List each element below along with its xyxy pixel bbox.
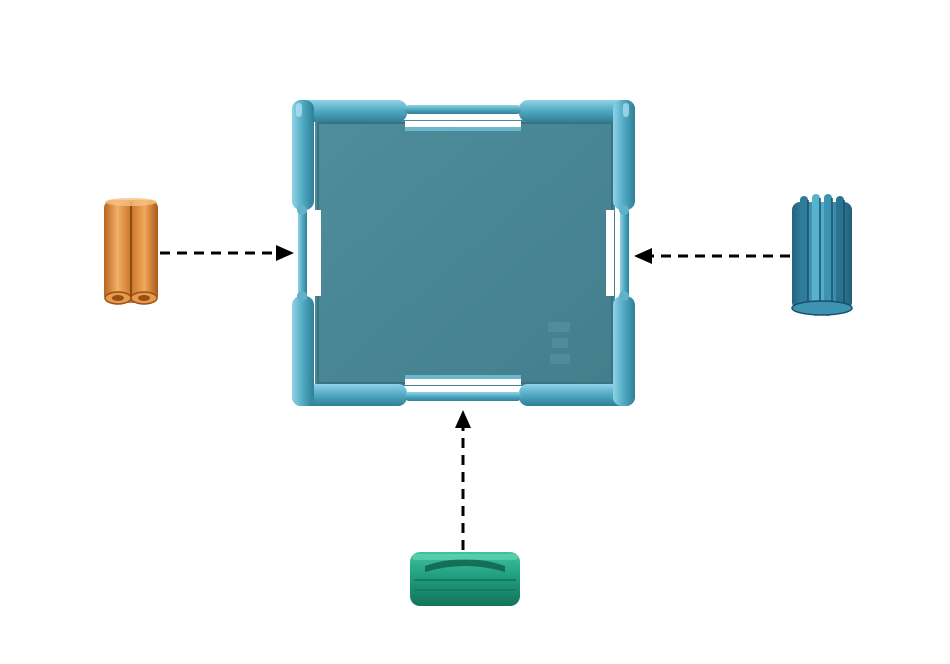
frame-right-bar xyxy=(620,208,629,298)
green-clip-part xyxy=(410,552,520,606)
arrowhead-up-icon xyxy=(455,410,471,428)
frame-right-bottom-rail xyxy=(613,296,635,406)
arrow-right-to-frame xyxy=(634,248,790,264)
frame-left-bar xyxy=(298,208,307,298)
square-frame xyxy=(292,100,635,406)
frame-top-bar xyxy=(405,105,521,114)
arrow-bottom-to-frame xyxy=(455,410,471,550)
orange-cylinder-part xyxy=(104,198,158,304)
frame-left-bottom-rail xyxy=(292,296,314,406)
blue-fluted-part xyxy=(792,194,852,316)
frame-left-top-rail xyxy=(292,100,314,210)
frame-right-top-rail xyxy=(613,100,635,210)
arrow-left-to-frame xyxy=(160,245,294,261)
frame-bottom-bar xyxy=(405,392,521,401)
frame-panel xyxy=(315,120,615,386)
arrowhead-right-icon xyxy=(276,245,294,261)
arrowhead-left-icon xyxy=(634,248,652,264)
